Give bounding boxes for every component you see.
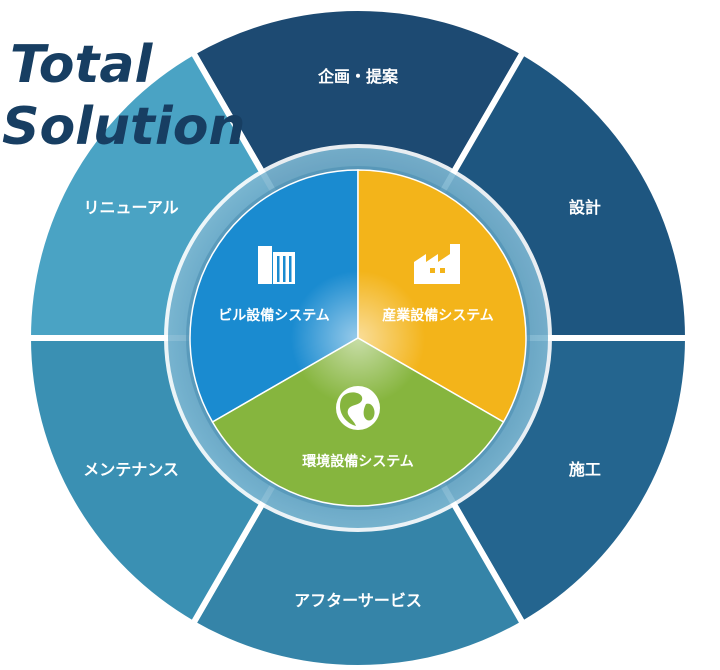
building-icon [258,246,295,284]
outer-segment-label-2: 施工 [569,460,601,479]
core-label-2: 環境設備システム [302,453,414,470]
outer-segment-label-4: メンテナンス [83,460,179,479]
outer-segment-label-5: リニューアル [83,198,178,217]
outer-segment-label-1: 設計 [569,198,601,217]
core-label-1: 産業設備システム [382,307,494,324]
title-line-1: Total [10,35,153,95]
outer-segment-label-3: アフターサービス [294,591,422,610]
globe-icon [336,386,380,430]
factory-icon [414,244,460,284]
outer-segment-label-0: 企画・提案 [317,67,399,86]
title-line-2: Solution [2,97,245,157]
core-label-0: ビル設備システム [218,307,330,324]
